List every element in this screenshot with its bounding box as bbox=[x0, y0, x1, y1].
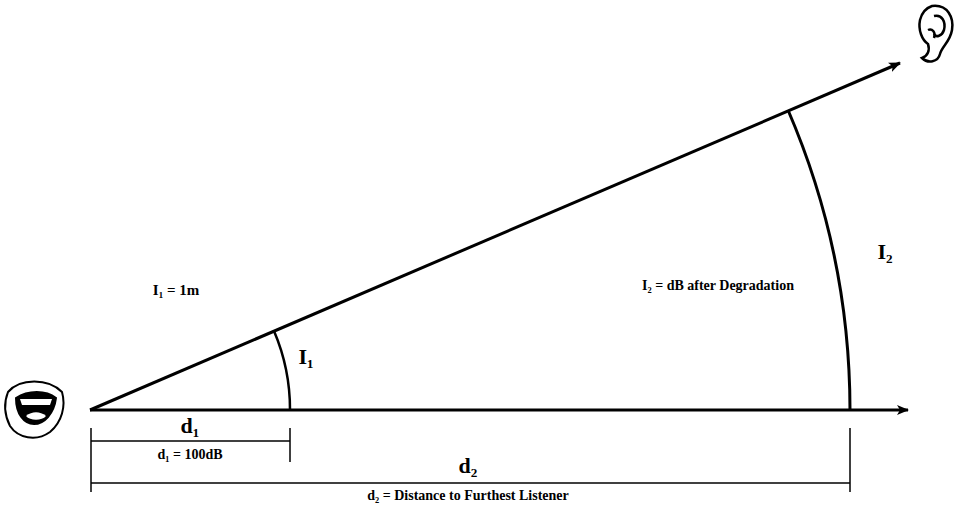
mouth-icon bbox=[5, 382, 63, 438]
dimension-label: d₂ = Distance to Furthest Listener bbox=[365, 488, 571, 503]
dimension-tick bbox=[289, 428, 291, 462]
lower-ray bbox=[90, 409, 908, 412]
intensity-symbol: I₂ bbox=[875, 240, 894, 264]
arc-near bbox=[274, 331, 290, 410]
distance-symbol: d₂ bbox=[457, 454, 480, 478]
dimension-line bbox=[91, 482, 850, 484]
dimension-line bbox=[91, 440, 290, 442]
dimension-label: d₁ = 100dB bbox=[155, 447, 224, 462]
distance-symbol: d₁ bbox=[179, 414, 202, 438]
ear-icon bbox=[919, 6, 952, 62]
intensity-label: I₂ = dB after Degradation bbox=[640, 278, 796, 293]
upper-ray bbox=[90, 63, 900, 410]
intensity-symbol: I₁ bbox=[296, 345, 315, 369]
radius-label: I₁ = 1m bbox=[151, 282, 201, 299]
arc-far bbox=[788, 110, 850, 410]
